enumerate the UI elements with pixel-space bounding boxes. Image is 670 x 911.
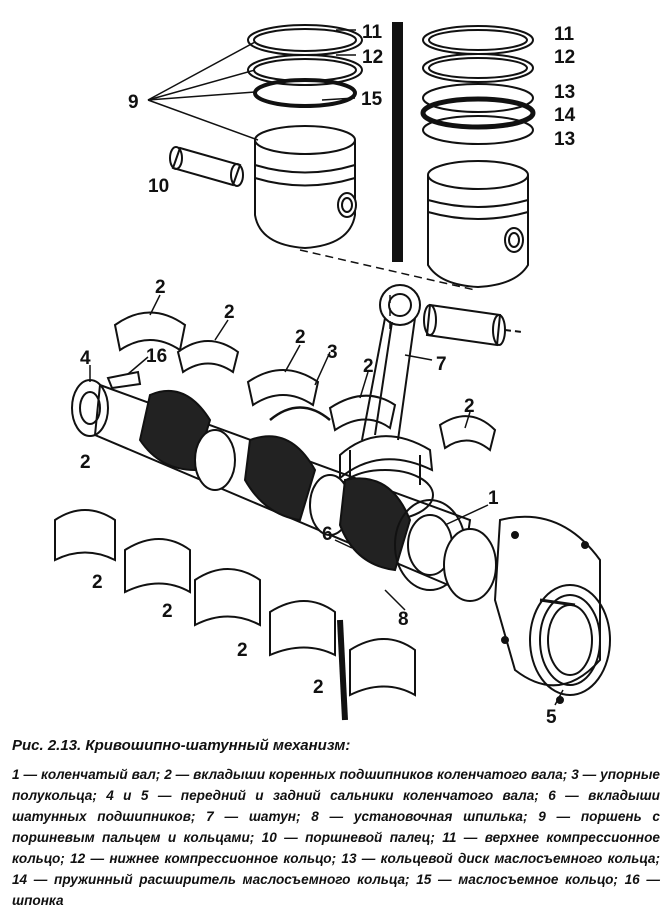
label-2-f: 2 bbox=[80, 452, 91, 473]
label-13-lower: 13 bbox=[554, 129, 575, 150]
label-13-upper: 13 bbox=[554, 82, 575, 103]
right-piston-pin bbox=[423, 303, 523, 347]
label-2-c: 2 bbox=[295, 327, 306, 348]
label-2-j: 2 bbox=[313, 677, 324, 698]
label-2-a: 2 bbox=[155, 277, 166, 298]
divider-bar bbox=[392, 22, 403, 262]
label-12-left: 12 bbox=[362, 47, 383, 68]
label-11-right: 11 bbox=[554, 24, 575, 45]
crank-mechanism-figure: 11 12 15 9 10 11 12 13 14 13 2 2 2 3 2 7… bbox=[54, 22, 611, 728]
label-4: 4 bbox=[80, 348, 91, 369]
label-2-d: 2 bbox=[363, 356, 374, 377]
label-11-left: 11 bbox=[362, 22, 383, 43]
label-15: 15 bbox=[361, 89, 383, 110]
label-2-e: 2 bbox=[464, 396, 475, 417]
right-piston-assembly bbox=[420, 25, 536, 289]
rear-oil-seal bbox=[493, 515, 611, 704]
label-2-i: 2 bbox=[237, 640, 248, 661]
figure-legend: 1 — коленчатый вал; 2 — вкладыши коренны… bbox=[12, 767, 660, 908]
label-5: 5 bbox=[546, 707, 557, 728]
label-12-right: 12 bbox=[554, 47, 575, 68]
thrust-half-ring bbox=[269, 406, 331, 421]
key bbox=[106, 370, 142, 390]
label-7: 7 bbox=[436, 354, 447, 375]
left-piston-pin bbox=[169, 146, 244, 187]
label-16: 16 bbox=[146, 346, 167, 367]
label-2-b: 2 bbox=[224, 302, 235, 323]
lower-bearing-supports bbox=[54, 509, 416, 721]
label-6: 6 bbox=[322, 524, 333, 545]
label-9: 9 bbox=[128, 92, 139, 113]
label-14: 14 bbox=[554, 105, 576, 126]
figure-caption-title: Рис. 2.13. Кривошипно-шатунный механизм: bbox=[12, 737, 351, 754]
label-8: 8 bbox=[398, 609, 409, 630]
left-piston-assembly bbox=[247, 24, 363, 250]
label-2-h: 2 bbox=[162, 601, 173, 622]
label-10: 10 bbox=[148, 176, 169, 197]
main-bearing-shells bbox=[113, 311, 497, 452]
label-2-g: 2 bbox=[92, 572, 103, 593]
label-1: 1 bbox=[488, 488, 499, 509]
label-3: 3 bbox=[327, 342, 338, 363]
